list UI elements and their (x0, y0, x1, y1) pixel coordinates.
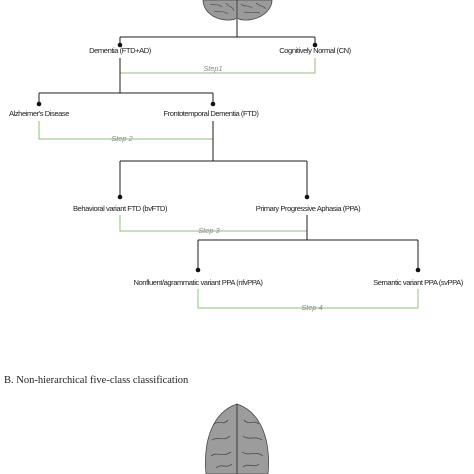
brain-icon-top (202, 0, 273, 21)
step1-label: Step1 (203, 64, 222, 73)
node-cognitively-normal: Cognitively Normal (CN) (279, 46, 351, 55)
node-nfvppa: Nonfluent/agrammatic variant PPA (nfvPPA… (134, 278, 264, 287)
node-bvftd: Behavioral variant FTD (bvFTD) (73, 204, 168, 213)
node-alzheimers: Alzheimer's Disease (9, 109, 69, 118)
step4-bracket (197, 289, 419, 309)
step3-label: Step 3 (198, 226, 220, 235)
step4-label: Step 4 (301, 303, 322, 312)
level4-connectors (195, 215, 421, 273)
step2-label: Step 2 (111, 134, 132, 143)
node-ppa: Primary Progressive Aphasia (PPA) (256, 204, 361, 213)
node-ftd: Frontotemporal Dementia (FTD) (164, 109, 260, 118)
level2-connectors (36, 58, 216, 107)
level3-connectors (117, 121, 310, 200)
brain-icon-bottom (205, 403, 269, 474)
node-dementia: Dementia (FTD+AD) (89, 46, 152, 55)
node-svppa: Semantic variant PPA (svPPA) (373, 278, 464, 287)
level1-connectors (117, 19, 318, 48)
section-b-title: B. Non-hierarchical five-class classific… (4, 375, 189, 386)
